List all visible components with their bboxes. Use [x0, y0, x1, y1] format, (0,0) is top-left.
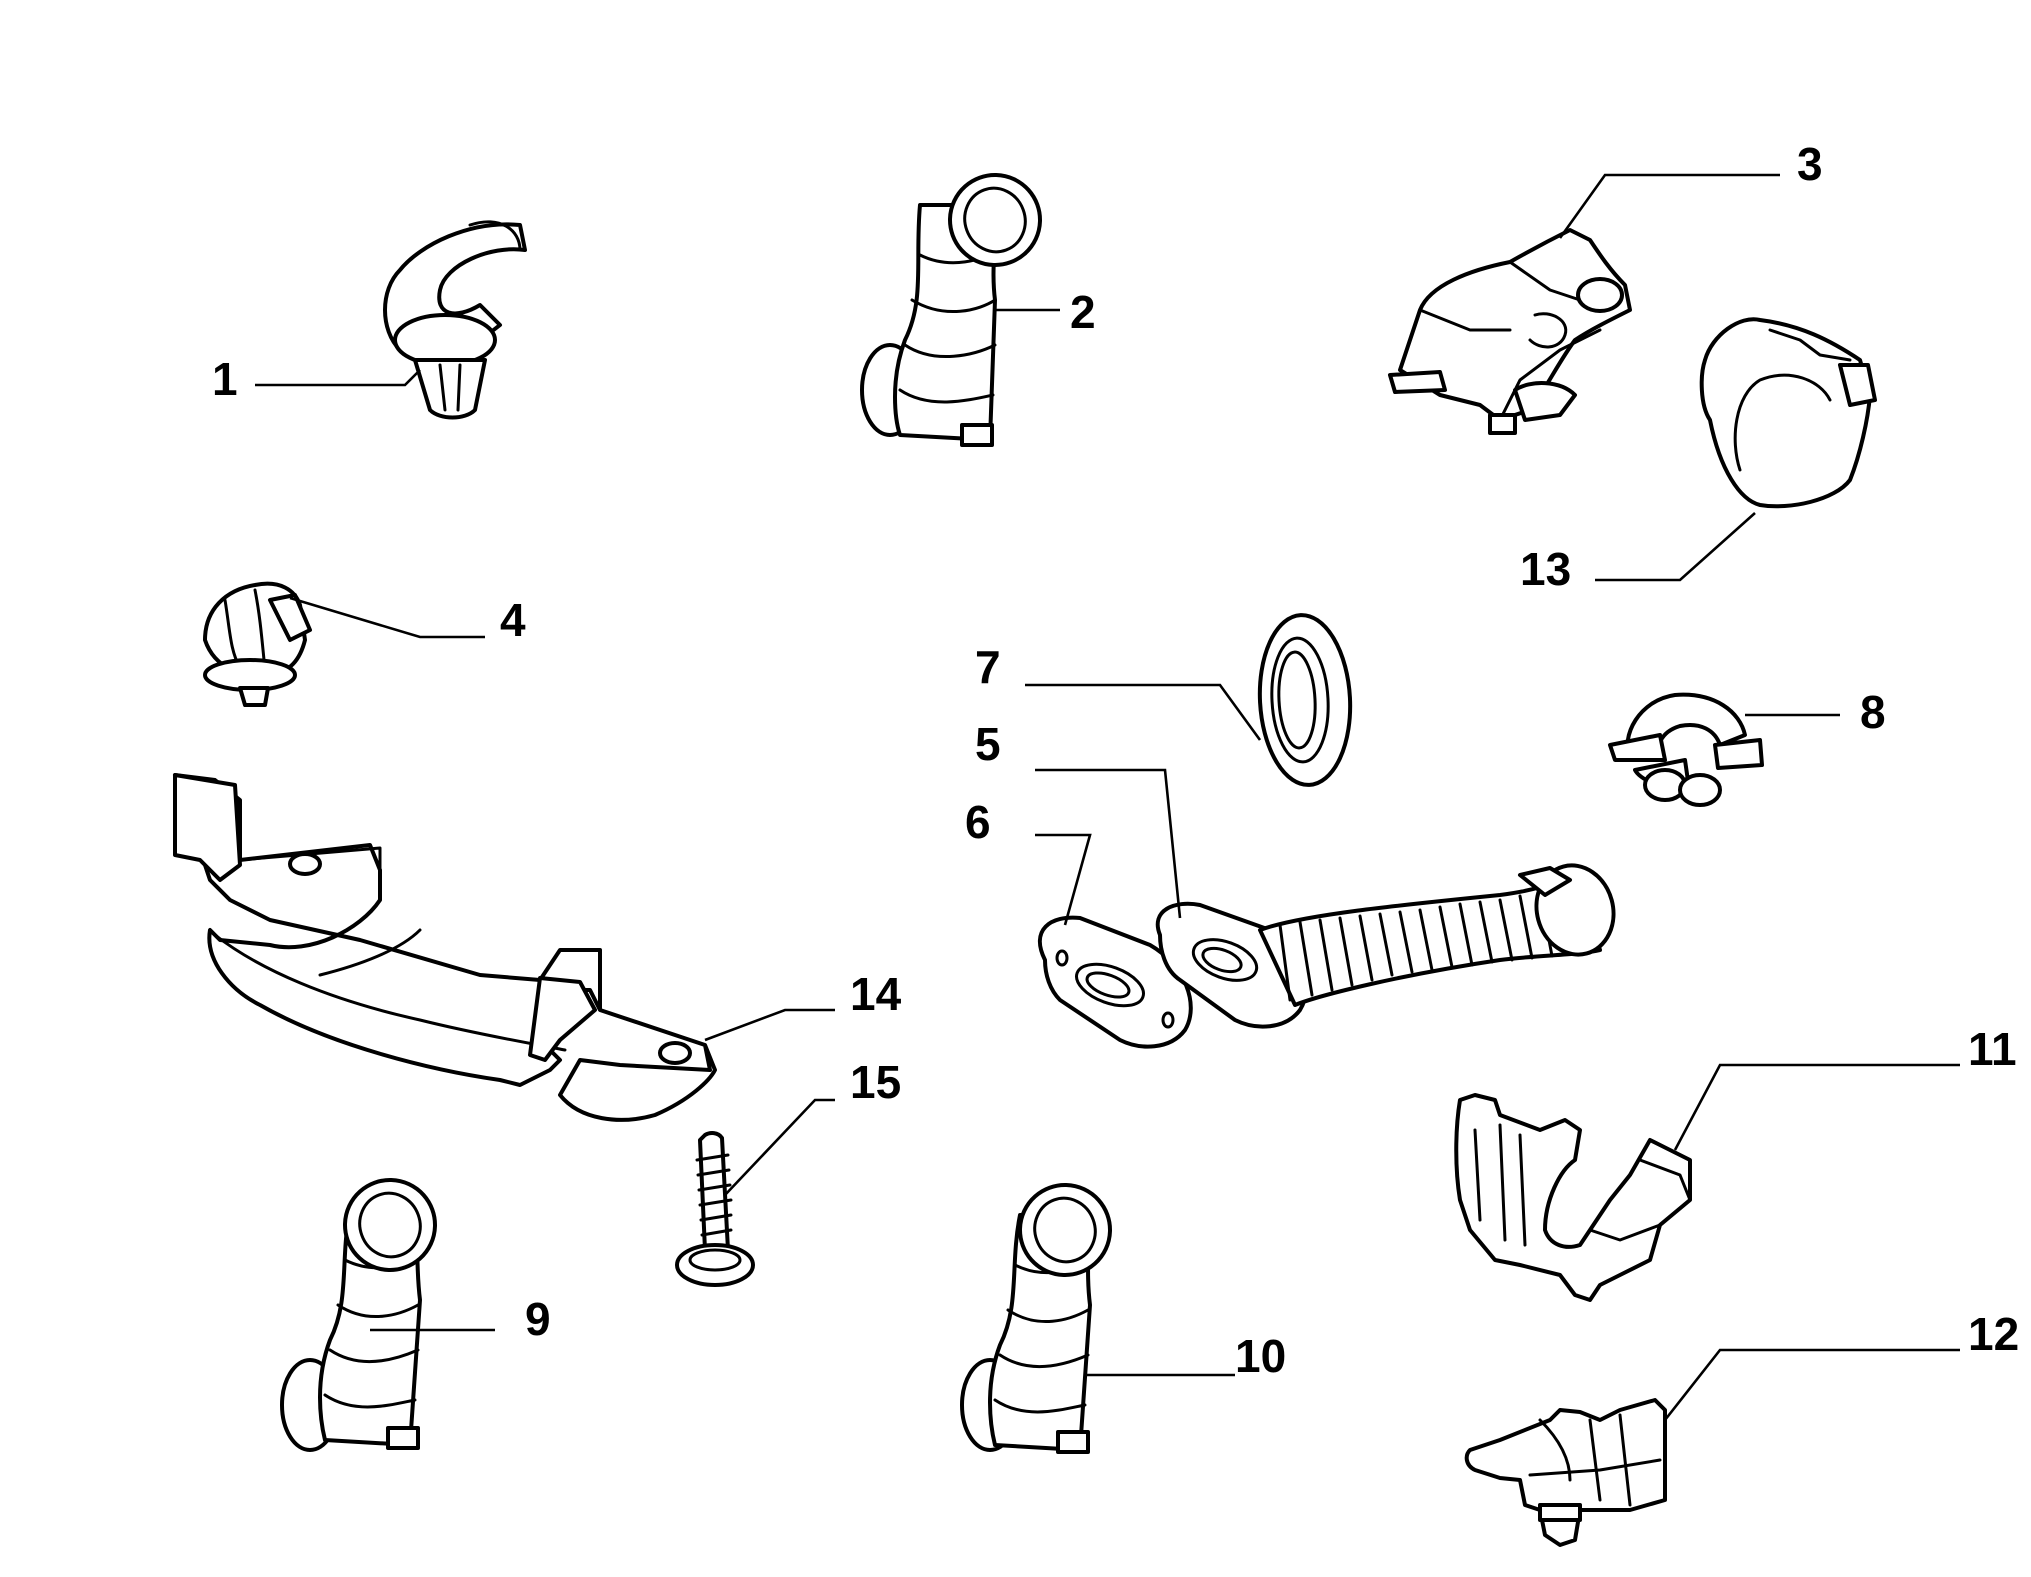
callout-5: 5 — [975, 718, 1001, 770]
leader-lines — [255, 173, 1960, 1421]
part-3-twin-clip — [1388, 228, 1632, 435]
leader-11 — [1673, 1063, 1960, 1151]
callout-12: 12 — [1968, 1308, 2019, 1360]
leader-6 — [1035, 833, 1092, 926]
leader-7 — [1025, 683, 1262, 741]
callout-10: 10 — [1235, 1330, 1286, 1382]
callout-2: 2 — [1070, 286, 1096, 338]
callout-15: 15 — [850, 1056, 901, 1108]
callout-9: 9 — [525, 1293, 551, 1345]
leader-13 — [1595, 512, 1756, 582]
part-6-gasket-plate — [1038, 915, 1193, 1049]
part-7-oval-grommet — [1257, 613, 1353, 787]
callout-3: 3 — [1797, 138, 1823, 190]
part-13-cable-clamp — [1699, 317, 1877, 509]
leader-4 — [289, 596, 485, 639]
callout-14: 14 — [850, 968, 902, 1020]
leader-14 — [704, 1008, 835, 1042]
part-4-small-clip — [203, 581, 312, 707]
callout-13: 13 — [1520, 543, 1571, 595]
part-8-snap-clip — [1608, 692, 1764, 807]
leader-3 — [1558, 173, 1780, 239]
part-11-bracket-clip — [1454, 1093, 1692, 1302]
leader-5 — [1035, 768, 1182, 919]
part-9-grommet — [280, 1178, 437, 1452]
callout-11: 11 — [1968, 1023, 2017, 1075]
part-10-grommet — [960, 1183, 1112, 1454]
part-14-cable-tray — [173, 773, 717, 1122]
part-15-screw — [675, 1131, 755, 1287]
callout-1: 1 — [212, 353, 238, 405]
part-12-connector-clip — [1464, 1398, 1667, 1547]
callout-6: 6 — [965, 796, 991, 848]
part-2-grommet — [860, 173, 1042, 447]
part-1-push-clip — [383, 220, 527, 420]
leader-1 — [255, 369, 421, 387]
callout-7: 7 — [975, 641, 1001, 693]
leader-12 — [1663, 1348, 1960, 1421]
part-5-corrugated-boot — [1155, 863, 1616, 1029]
callout-4: 4 — [500, 594, 526, 646]
callout-8: 8 — [1860, 686, 1886, 738]
leader-15 — [724, 1098, 835, 1196]
callout-labels: 1 2 3 4 13 7 8 5 6 14 15 11 12 9 10 — [212, 138, 2019, 1382]
